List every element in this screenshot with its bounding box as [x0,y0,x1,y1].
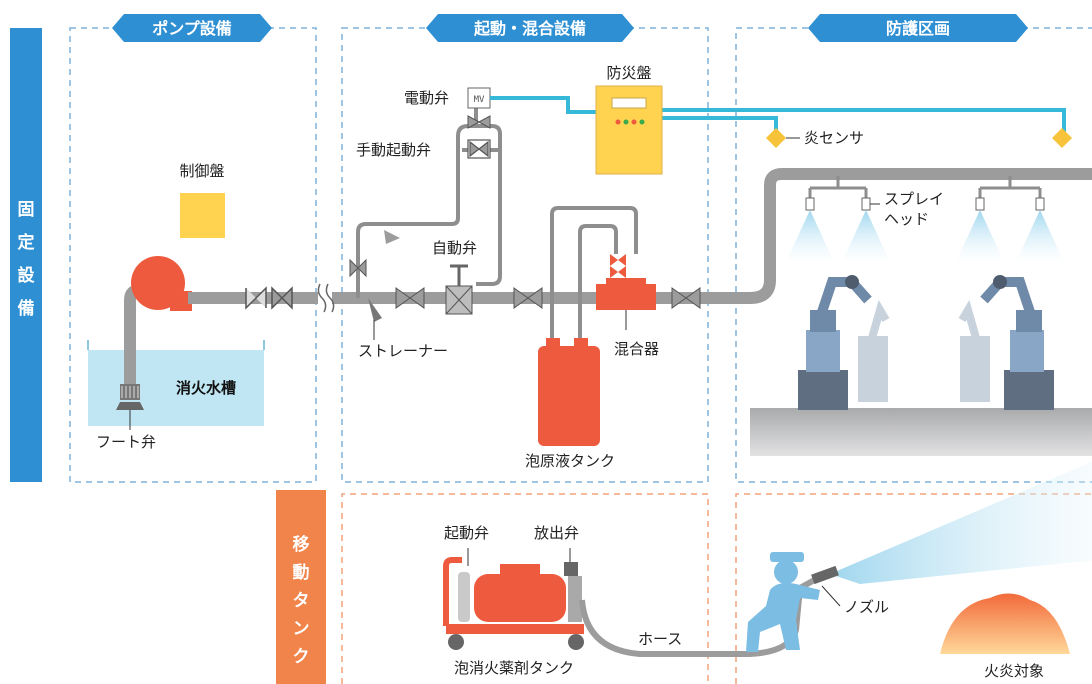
mobile-char-1: 移 [293,534,310,555]
protection-zone-header: 防護区画 [808,14,1028,42]
spray-head-label-2: ヘッド [884,210,929,228]
fixed-char-4: 備 [18,298,35,319]
foot-valve: フート弁 [96,384,156,451]
check-valve [245,286,293,310]
pump [124,256,192,388]
foam-agent-tank-label: 泡消火薬剤タンク [454,659,574,677]
strainer-label: ストレーナー [358,342,448,360]
mixer-label: 混合器 [614,340,659,358]
mobile-char-2: 動 [293,562,310,583]
flame-sensor-label: 炎センサ [804,129,864,147]
start-mix-header: 起動・混合設備 [426,14,634,42]
water-tank-label: 消火水槽 [176,379,236,397]
foot-valve-label: フート弁 [96,433,156,451]
electric-valve: MV [467,87,491,129]
spray-header-pipes [808,176,1042,200]
gate-valve-4 [671,287,701,309]
start-valve-label: 起動弁 [444,524,489,542]
spray-heads: スプレイ ヘッド [786,190,1064,262]
pump-equipment-header: ポンプ設備 [112,14,272,42]
fixed-equipment-side-label: 固 定 設 備 [10,28,42,482]
mv-text: MV [474,95,485,105]
robot-arm-left [798,275,890,410]
hose-label: ホース [638,630,682,648]
robot-arm-right [958,275,1054,410]
control-panel-label: 制御盤 [179,162,224,180]
firefighter [746,552,820,652]
manual-start-valve-row [462,139,498,159]
mobile-char-5: ク [293,647,310,667]
fixed-char-3: 設 [18,265,36,286]
mobile-tank-side-label: 移 動 タ ン ク [276,490,326,684]
start-mix-header-text: 起動・混合設備 [473,19,586,38]
strainer: ストレーナー [358,298,448,360]
mobile-char-4: ン [293,619,310,639]
fire-panel: 防災盤 [595,64,663,175]
discharge-valve-label: 放出弁 [534,524,579,542]
foam-agent-tank-cart: 起動弁 放出弁 泡消火薬剤タンク [443,524,584,677]
pump-header-text: ポンプ設備 [152,19,232,38]
fire-target-label: 火炎対象 [984,662,1044,680]
flame-sensors: 炎センサ [766,128,1072,148]
factory-floor [750,408,1092,456]
electric-valve-label: 電動弁 [404,89,449,107]
fire-target: 火炎対象 [940,593,1070,680]
fixed-char-1: 固 [18,200,35,220]
small-gate-valve [349,230,400,278]
foam-tank-label: 泡原液タンク [525,452,615,470]
nozzle-label: ノズル [844,598,889,616]
control-panel: 制御盤 [179,162,225,238]
foam-concentrate-tank: 泡原液タンク [525,338,615,470]
gate-valve-2 [395,287,425,309]
mobile-char-3: タ [293,591,310,611]
nozzle-jet: ノズル [811,461,1092,616]
water-tank: 消火水槽 [87,340,265,426]
pipe-break [317,283,335,313]
fixed-char-2: 定 [18,232,35,253]
protect-header-text: 防護区画 [886,19,950,38]
section-frames-orange [341,493,1092,684]
auto-valve: 自動弁 [432,239,477,315]
manual-start-valve-label: 手動起動弁 [356,141,431,159]
gate-valve-3 [513,287,543,309]
bypass-pipe [356,106,502,298]
spray-head-label-1: スプレイ [884,190,944,208]
signal-lines [490,96,1066,134]
mixer: 混合器 [596,254,659,358]
fire-panel-label: 防災盤 [606,64,651,82]
auto-valve-label: 自動弁 [432,239,477,257]
foam-tank-pipes [550,206,638,340]
